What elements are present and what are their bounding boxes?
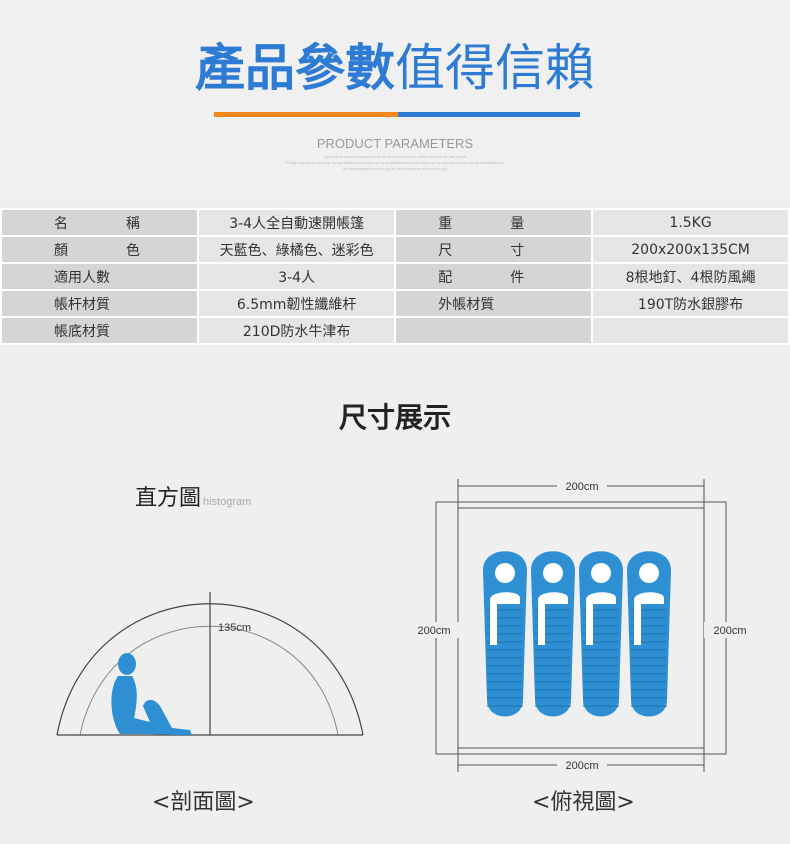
param-value: 210D防水牛津布 (199, 318, 395, 343)
sitting-person-icon (111, 653, 192, 735)
param-label-text: 色 (126, 242, 140, 259)
fine-print-line: blow-up ilo automaticpiece blow-up ilo a… (324, 154, 466, 159)
param-value: 天藍色、綠橘色、迷彩色 (199, 237, 395, 262)
sleeping-bag-icon (579, 551, 623, 717)
title-bold: 產品參數 (195, 39, 395, 97)
param-label: 外帳材質 (396, 291, 592, 316)
param-value: 8根地釘、4根防風繩 (593, 264, 788, 289)
fine-print-line: ilo automaticpiece blow-up ilo automatic… (343, 166, 447, 171)
param-row: 帳杆材質 6.5mm韌性纖維杆 外帳材質 190T防水銀膠布 (2, 291, 788, 316)
param-label: 適用人數 (2, 264, 197, 289)
top-width-label: 200cm (565, 481, 598, 493)
param-label-text: 寸 (510, 242, 525, 259)
param-value (593, 318, 788, 343)
param-label-text: 配 (438, 269, 453, 286)
param-label-text: 顏 (54, 242, 68, 259)
param-label: 重量 (396, 210, 592, 235)
param-label-text: 適用人數 (54, 269, 110, 286)
param-label-text: 名 (54, 215, 68, 232)
histogram-en-label: histogram (203, 496, 252, 508)
top-view: 200cm 200cm 200cm 200cm (408, 479, 756, 772)
param-label-text: 尺 (438, 242, 453, 259)
tent-profile: 135cm (56, 592, 364, 736)
right-depth-label: 200cm (713, 625, 746, 637)
param-label: 顏色 (2, 237, 197, 262)
param-value: 3-4人全自動速開帳篷 (199, 210, 395, 235)
fine-print-line: Single one piece blow-up ilo automaticpi… (286, 160, 504, 165)
title-light: 值得信賴 (395, 39, 595, 97)
sleeping-bag-icon (531, 551, 575, 717)
sleeping-bag-icon (483, 551, 527, 717)
param-label (396, 318, 592, 343)
param-value: 200x200x135CM (593, 237, 788, 262)
param-value: 6.5mm韌性纖維杆 (199, 291, 395, 316)
param-label-text: 外帳材質 (438, 296, 495, 313)
param-label-text: 帳杆材質 (54, 296, 110, 313)
sleeping-bag-icon (627, 551, 671, 717)
param-label: 尺寸 (396, 237, 592, 262)
param-value: 3-4人 (199, 264, 395, 289)
param-row: 帳底材質 210D防水牛津布 (2, 318, 788, 343)
param-label-text: 件 (510, 269, 525, 286)
param-label-text: 帳底材質 (54, 323, 110, 340)
param-value: 190T防水銀膠布 (593, 291, 788, 316)
left-depth-label: 200cm (417, 625, 450, 637)
param-label-text: 量 (510, 215, 525, 232)
title-underline-orange (214, 112, 398, 117)
param-label: 名稱 (2, 210, 197, 235)
height-label: 135cm (218, 622, 251, 634)
param-label: 帳杆材質 (2, 291, 197, 316)
header-area: 產品參數值得信賴 PRODUCT PARAMETERS blow-up ilo … (0, 0, 790, 200)
sleeping-bags (483, 551, 671, 717)
section-title: 尺寸展示 (338, 401, 451, 434)
page-title: 產品參數值得信賴 (0, 38, 790, 98)
histogram-label: 直方圖 (135, 486, 202, 511)
bottom-width-label: 200cm (565, 760, 598, 772)
param-value: 1.5KG (593, 210, 788, 235)
param-label-text: 稱 (126, 215, 140, 232)
subtitle: PRODUCT PARAMETERS (316, 136, 474, 151)
param-label: 帳底材質 (2, 318, 197, 343)
param-label-text: 重 (438, 215, 453, 232)
title-underline-blue (398, 112, 580, 117)
param-label: 配件 (396, 264, 592, 289)
caption-top-view: <俯視圖> (532, 790, 635, 815)
caption-cross-section: <剖面圖> (152, 790, 255, 815)
